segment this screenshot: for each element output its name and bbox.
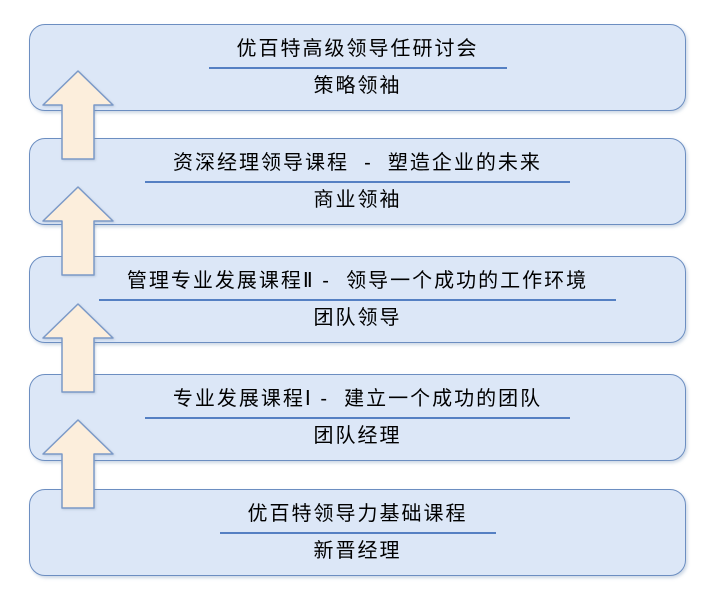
up-arrow-icon <box>42 303 114 393</box>
course-title: 专业发展课程Ⅰ - 建立一个成功的团队 <box>144 387 571 419</box>
course-title: 资深经理领导课程 - 塑造企业的未来 <box>145 151 570 183</box>
up-arrow-icon <box>42 186 114 276</box>
role-label: 新晋经理 <box>313 540 402 562</box>
up-arrow-icon <box>42 419 114 509</box>
role-label: 团队经理 <box>313 425 402 447</box>
level-box-strategic-leader: 优百特高级领导任研讨会 策略领袖 <box>29 24 686 111</box>
role-label: 团队领导 <box>313 307 402 329</box>
level-box-team-leader: 管理专业发展课程Ⅱ - 领导一个成功的工作环境 团队领导 <box>29 256 686 343</box>
role-label: 商业领袖 <box>313 189 402 211</box>
up-arrow-icon <box>42 70 114 160</box>
level-box-new-manager: 优百特领导力基础课程 新晋经理 <box>29 489 686 576</box>
course-title: 优百特领导力基础课程 <box>219 502 496 534</box>
role-label: 策略领袖 <box>313 75 402 97</box>
level-box-business-leader: 资深经理领导课程 - 塑造企业的未来 商业领袖 <box>29 138 686 225</box>
course-title: 优百特高级领导任研讨会 <box>208 37 507 69</box>
course-title: 管理专业发展课程Ⅱ - 领导一个成功的工作环境 <box>98 269 617 301</box>
level-box-team-manager: 专业发展课程Ⅰ - 建立一个成功的团队 团队经理 <box>29 374 686 461</box>
